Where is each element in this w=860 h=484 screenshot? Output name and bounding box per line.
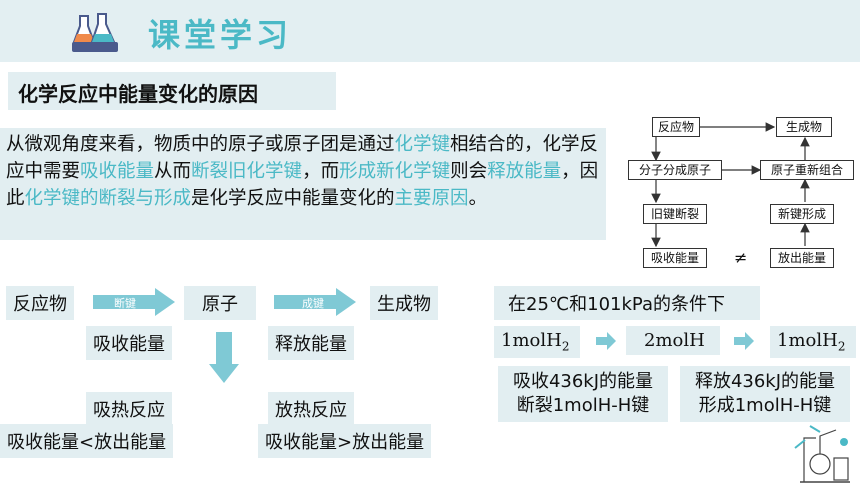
fc-absorb: 吸收能量 <box>643 248 707 268</box>
para-text: 则会 <box>450 161 488 182</box>
para-highlight: 形成新化学键 <box>339 161 451 182</box>
rf-h2-right-sub: 2 <box>837 339 846 354</box>
right-arrow-icon <box>734 332 754 350</box>
para-text: 。 <box>468 188 488 209</box>
section-title: 化学反应中能量变化的原因 <box>8 72 336 110</box>
lf-absorb: 吸收能量 <box>86 326 172 360</box>
explanation-paragraph: 从微观角度来看，物质中的原子或原子团是通过化学键相结合的，化学反应中需要吸收能量… <box>0 128 606 240</box>
para-text: 是化学反应中能量变化的 <box>191 188 395 209</box>
lf-endo: 吸热反应 <box>86 392 172 426</box>
lf-reactant: 反应物 <box>6 286 74 320</box>
rf-condition: 在25℃和101kPa的条件下 <box>494 286 760 320</box>
rf-2h: 2molH <box>626 326 720 355</box>
rf-h2-left: 1molH2 <box>494 326 580 358</box>
fc-release: 放出能量 <box>770 248 834 268</box>
para-highlight: 断裂旧化学键 <box>191 161 303 182</box>
para-highlight: 吸收能量 <box>80 161 155 182</box>
para-text: 从而 <box>154 161 192 182</box>
lf-endo-cond: 吸收能量<放出能量 <box>0 424 174 458</box>
rf-h2-right: 1molH2 <box>770 326 856 358</box>
lf-product: 生成物 <box>370 286 438 320</box>
flask-icon <box>72 13 118 52</box>
right-arrow-icon <box>596 332 616 350</box>
lf-release: 释放能量 <box>268 326 354 360</box>
fc-reactant: 反应物 <box>652 117 700 137</box>
rf-release-box: 释放436kJ的能量 形成1molH-H键 <box>680 366 850 422</box>
para-text: ，因此 <box>6 161 599 209</box>
break-arrow-icon <box>93 288 175 316</box>
lf-atom: 原子 <box>184 286 256 320</box>
rf-absorb-line1: 吸收436kJ的能量 <box>512 371 654 392</box>
lab-equipment-icon <box>794 425 850 483</box>
rf-h2-right-text: 1molH <box>777 330 838 351</box>
rf-release-line2: 形成1molH-H键 <box>698 395 832 416</box>
rf-h2-left-sub: 2 <box>561 339 570 354</box>
fc-new-form: 新键形成 <box>770 204 834 224</box>
rf-absorb-box: 吸收436kJ的能量 断裂1molH-H键 <box>498 366 668 422</box>
break-arrow-label: 断键 <box>114 297 136 310</box>
para-highlight: 化学键 <box>394 134 451 155</box>
para-text: 相结合的，化学反应中需要 <box>6 134 599 182</box>
lf-exo: 放热反应 <box>268 392 354 426</box>
fc-old-break: 旧键断裂 <box>643 204 707 224</box>
form-arrow-label: 成键 <box>302 297 324 310</box>
fc-neq: ≠ <box>734 248 748 267</box>
para-highlight: 化学键的断裂与形成 <box>24 188 192 209</box>
page-title: 课堂学习 <box>148 16 293 54</box>
para-text: ，而 <box>302 161 340 182</box>
rf-absorb-line2: 断裂1molH-H键 <box>516 395 650 416</box>
fc-split: 分子分成原子 <box>628 160 722 180</box>
rf-h2-left-text: 1molH <box>501 330 562 351</box>
fc-product: 生成物 <box>776 117 832 137</box>
form-arrow-icon <box>274 288 356 316</box>
rf-release-line1: 释放436kJ的能量 <box>694 371 836 392</box>
para-highlight: 释放能量 <box>487 161 562 182</box>
flowchart-arrows <box>651 122 810 248</box>
para-highlight: 主要原因 <box>394 188 469 209</box>
para-text: 从微观角度来看，物质中的原子或原子团是通过 <box>6 134 395 155</box>
lf-exo-cond: 吸收能量>放出能量 <box>258 424 432 458</box>
header-bar: 课堂学习 <box>0 0 860 62</box>
down-arrow-icon <box>209 332 239 383</box>
fc-recombine: 原子重新组合 <box>760 160 854 180</box>
